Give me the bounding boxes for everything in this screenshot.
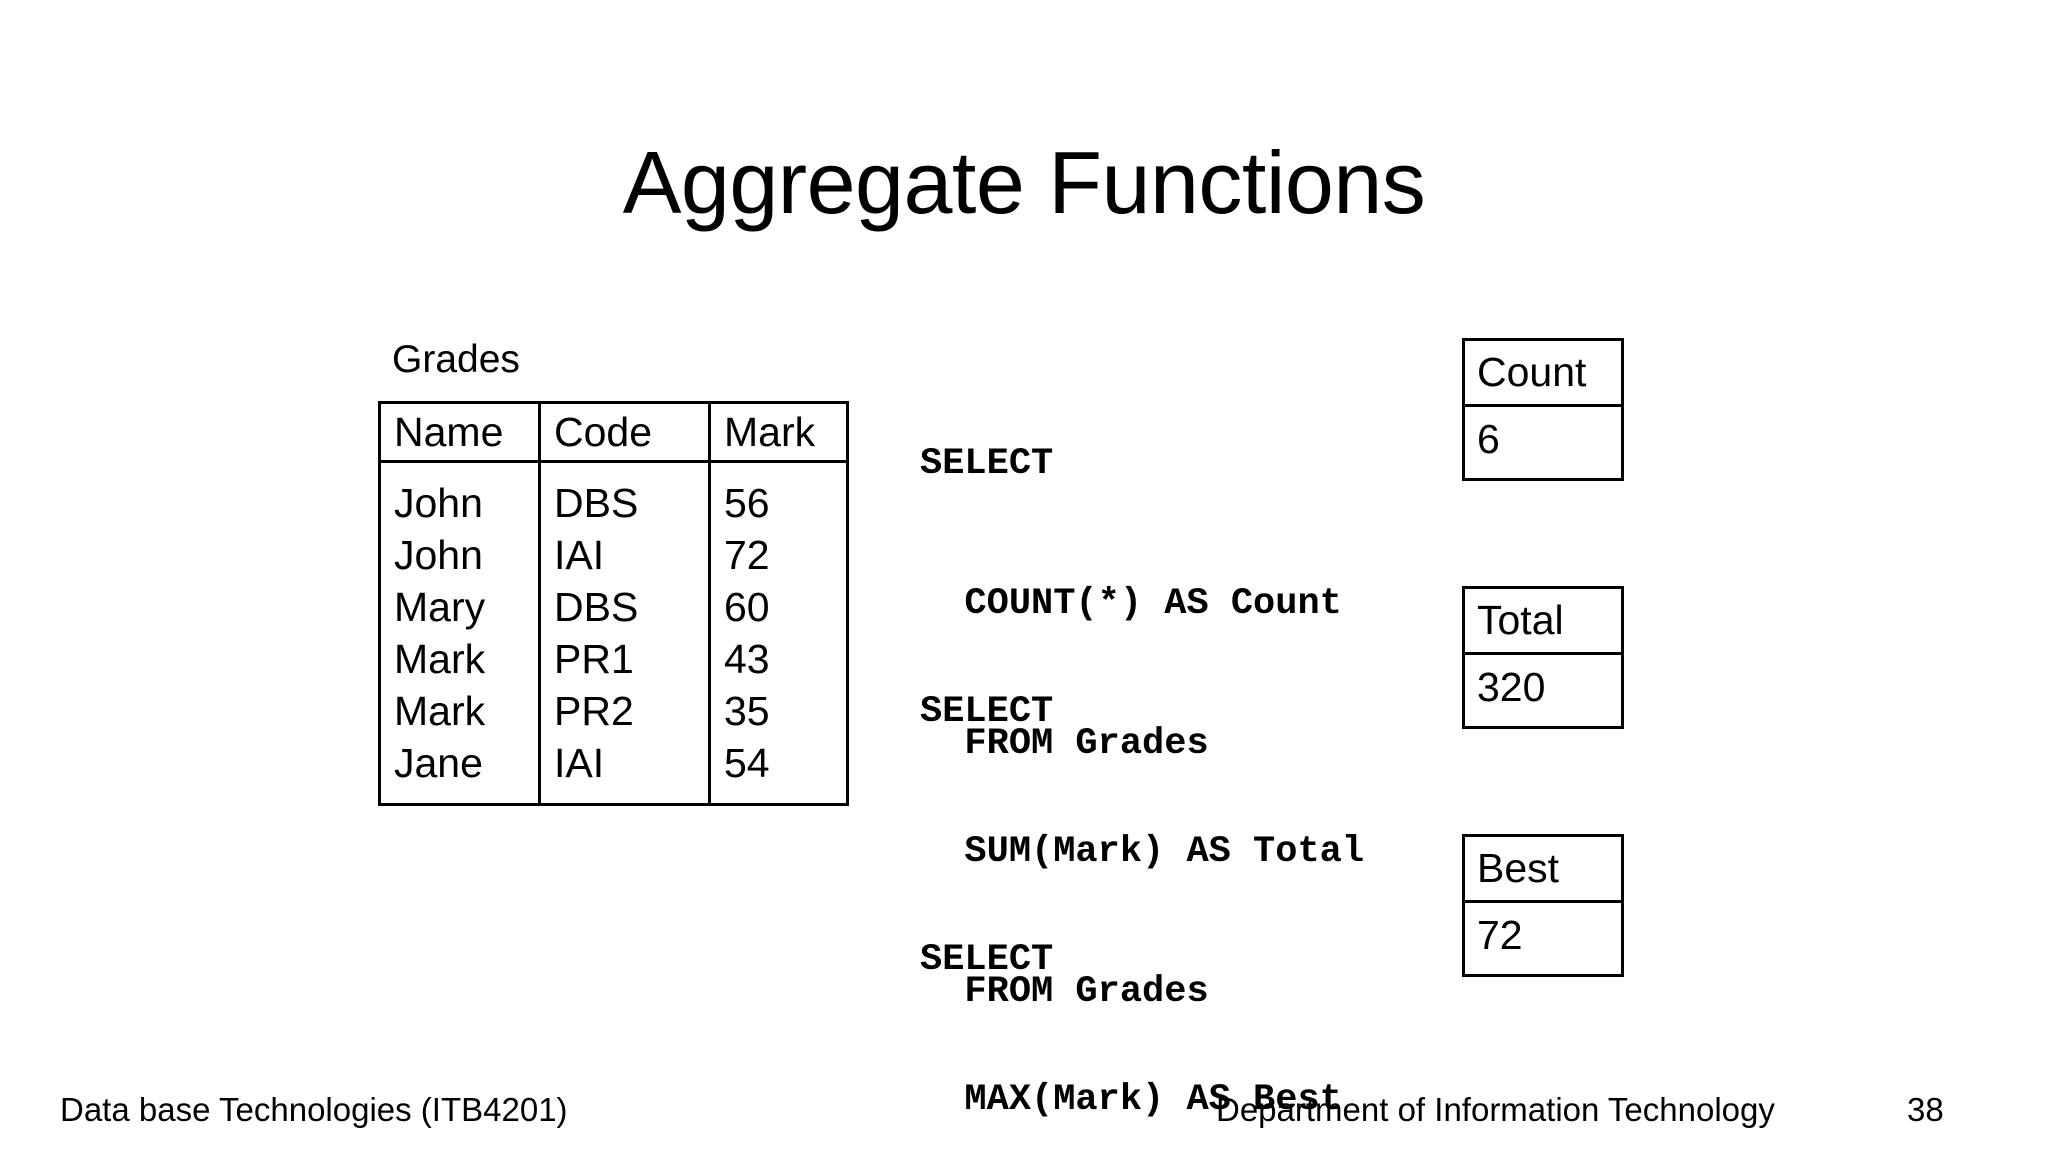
result-value: 72	[1477, 912, 1523, 958]
cell-mark: 56	[708, 461, 849, 529]
grades-table-header: Name Code Mark	[378, 402, 849, 463]
result-column-header: Total	[1465, 589, 1621, 655]
table-row: Mark PR1 43	[378, 633, 849, 685]
query-block-max: SELECT MAX(Mark) AS Best FROM Grades Bes…	[920, 834, 1680, 1152]
sql-code-sum: SELECT SUM(Mark) AS Total FROM Grades	[920, 596, 1680, 1109]
column-header-mark: Mark	[708, 402, 849, 463]
grades-table-block: Grades Name Code Mark John DBS 56 John I…	[378, 340, 849, 806]
cell-mark: 60	[708, 581, 849, 633]
query-block-sum: SELECT SUM(Mark) AS Total FROM Grades To…	[920, 586, 1680, 1013]
result-column-header: Best	[1465, 837, 1621, 903]
result-column-header: Count	[1465, 341, 1621, 407]
sql-code-count: SELECT COUNT(*) AS Count FROM Grades	[920, 348, 1680, 861]
table-row: John IAI 72	[378, 529, 849, 581]
result-table-max: Best 72	[1462, 834, 1624, 977]
cell-name: Mary	[378, 581, 541, 633]
table-row: Jane IAI 54	[378, 737, 849, 805]
cell-code: IAI	[538, 737, 711, 805]
footer-course-label: Data base Technologies (ITB4201)	[60, 1091, 568, 1128]
table-header-row: Name Code Mark	[378, 402, 849, 463]
sql-code-max: SELECT MAX(Mark) AS Best FROM Grades	[920, 844, 1680, 1152]
cell-mark: 72	[708, 529, 849, 581]
grades-table-caption: Grades	[392, 338, 520, 381]
cell-name: John	[378, 529, 541, 581]
sql-line: FROM Grades	[964, 722, 1209, 765]
cell-code: PR2	[538, 685, 711, 737]
cell-name: Mark	[378, 685, 541, 737]
sql-line: SELECT	[920, 443, 1054, 486]
page-title: Aggregate Functions	[622, 132, 1426, 232]
table-row: Mark PR2 35	[378, 685, 849, 737]
cell-mark: 35	[708, 685, 849, 737]
column-header-name: Name	[378, 402, 541, 463]
result-value: 320	[1477, 664, 1546, 710]
sql-line: MAX(Mark) AS Best	[964, 1079, 1342, 1122]
sql-line: COUNT(*) AS Count	[964, 583, 1342, 626]
result-table-sum: Total 320	[1462, 586, 1624, 729]
cell-code: DBS	[538, 461, 711, 529]
cell-code: IAI	[538, 529, 711, 581]
sql-line: SELECT	[920, 939, 1054, 982]
table-row: Mary DBS 60	[378, 581, 849, 633]
query-block-count: SELECT COUNT(*) AS Count FROM Grades Cou…	[920, 338, 1680, 765]
sql-line: SELECT	[920, 691, 1054, 734]
cell-name: Mark	[378, 633, 541, 685]
queries-area: SELECT COUNT(*) AS Count FROM Grades Cou…	[920, 338, 1680, 1152]
grades-table-body: John DBS 56 John IAI 72 Mary DBS 60 Mark…	[378, 461, 849, 805]
footer-department-label: Department of Information Technology	[1216, 1091, 1775, 1128]
slide-number: 38	[1907, 1091, 1944, 1128]
sql-line: FROM Grades	[964, 970, 1209, 1013]
cell-name: Jane	[378, 737, 541, 805]
sql-line: SUM(Mark) AS Total	[964, 831, 1365, 874]
cell-name: John	[378, 461, 541, 529]
result-table-count: Count 6	[1462, 338, 1624, 481]
cell-mark: 43	[708, 633, 849, 685]
column-header-code: Code	[538, 402, 711, 463]
grades-table: Name Code Mark John DBS 56 John IAI 72 M…	[378, 401, 849, 806]
cell-mark: 54	[708, 737, 849, 805]
cell-code: PR1	[538, 633, 711, 685]
table-row: John DBS 56	[378, 461, 849, 529]
result-value: 6	[1477, 416, 1500, 462]
cell-code: DBS	[538, 581, 711, 633]
